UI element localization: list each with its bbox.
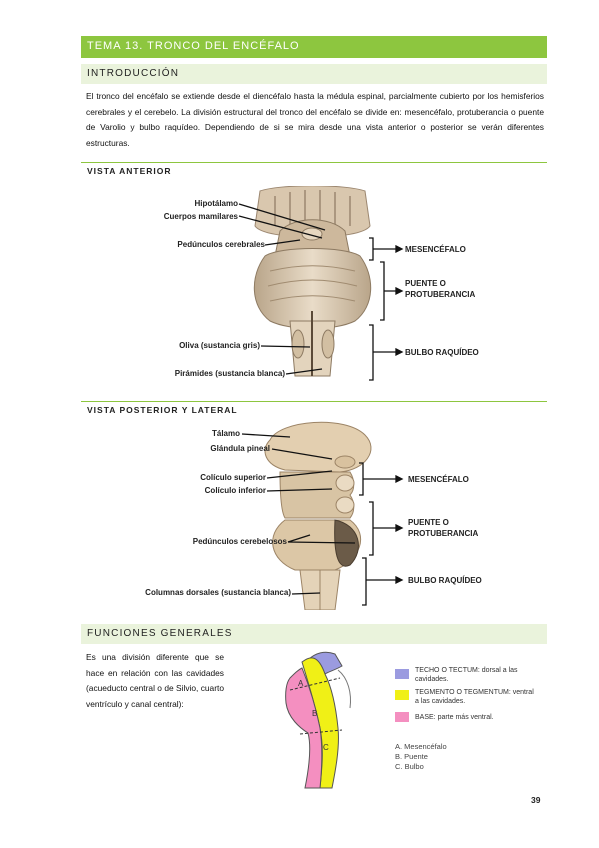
legend-base-1: BASE: parte más ventral. bbox=[415, 714, 494, 721]
division-parts-list: A. Mesencéfalo B. Puente C. Bulbo bbox=[395, 742, 447, 772]
label-pedunculos-cerebrales: Pedúnculos cerebrales bbox=[177, 240, 265, 249]
label-oliva: Oliva (sustancia gris) bbox=[179, 341, 260, 350]
legend-swatch-techo bbox=[395, 669, 409, 679]
label-puente-post-2: PROTUBERANCIA bbox=[408, 529, 479, 538]
letter-c: C bbox=[323, 743, 329, 752]
funciones-paragraph: Es una división diferente que se hace en… bbox=[86, 652, 224, 709]
funciones-heading-bar: FUNCIONES GENERALES bbox=[81, 624, 547, 644]
anterior-heading: VISTA ANTERIOR bbox=[87, 166, 172, 176]
label-columnas-dorsales: Columnas dorsales (sustancia blanca) bbox=[145, 588, 291, 597]
label-coliculo-superior: Colículo superior bbox=[200, 473, 266, 482]
label-bulbo-ant: BULBO RAQUÍDEO bbox=[405, 348, 479, 357]
legend-techo-1: TECHO O TECTUM: dorsal a las bbox=[415, 667, 518, 674]
part-bulbo: C. Bulbo bbox=[395, 762, 424, 771]
legend-techo-2: cavidades. bbox=[415, 676, 449, 683]
anterior-brainstem-figure bbox=[253, 186, 372, 377]
funciones-heading: FUNCIONES GENERALES bbox=[87, 628, 233, 639]
chapter-title-bar: TEMA 13. TRONCO DEL ENCÉFALO bbox=[81, 36, 547, 58]
label-pedunculos-cerebelosos: Pedúnculos cerebelosos bbox=[192, 537, 287, 546]
legend-swatch-tegmento bbox=[395, 690, 409, 700]
label-puente-post-1: PUENTE O bbox=[408, 518, 449, 527]
letter-a: A bbox=[298, 679, 304, 688]
letter-b: B bbox=[312, 709, 317, 718]
legend-swatch-base bbox=[395, 712, 409, 722]
label-mesencefalo-ant: MESENCÉFALO bbox=[405, 245, 466, 254]
label-hipotalamo: Hipotálamo bbox=[194, 199, 238, 208]
label-puente-ant-2: PROTUBERANCIA bbox=[405, 290, 476, 299]
posterior-brainstem-figure bbox=[264, 421, 372, 610]
label-glandula-pineal: Glándula pineal bbox=[210, 444, 270, 453]
anterior-pointer-lines bbox=[238, 203, 404, 381]
chapter-title: TEMA 13. TRONCO DEL ENCÉFALO bbox=[87, 40, 300, 52]
cavities-division-figure: A B C bbox=[285, 651, 351, 789]
posterior-heading: VISTA POSTERIOR Y LATERAL bbox=[87, 405, 238, 415]
page-number: 39 bbox=[531, 795, 541, 805]
label-piramides: Pirámides (sustancia blanca) bbox=[174, 369, 285, 378]
anterior-heading-bar: VISTA ANTERIOR bbox=[81, 162, 547, 176]
label-talamo: Tálamo bbox=[211, 429, 240, 438]
intro-heading: INTRODUCCIÓN bbox=[87, 68, 180, 79]
posterior-pointer-lines bbox=[241, 433, 404, 606]
legend-tegmento-2: a las cavidades. bbox=[415, 698, 466, 705]
part-puente: B. Puente bbox=[395, 752, 428, 761]
intro-paragraph: El tronco del encéfalo se extiende desde… bbox=[86, 91, 544, 148]
posterior-heading-bar: VISTA POSTERIOR Y LATERAL bbox=[81, 401, 547, 415]
legend-tegmento-1: TEGMENTO O TEGMENTUM: ventral bbox=[415, 689, 534, 696]
label-bulbo-post: BULBO RAQUÍDEO bbox=[408, 576, 482, 585]
label-mesencefalo-post: MESENCÉFALO bbox=[408, 475, 469, 484]
part-mesencefalo: A. Mesencéfalo bbox=[395, 742, 447, 751]
label-cuerpos-mamilares: Cuerpos mamilares bbox=[163, 212, 238, 221]
intro-heading-bar: INTRODUCCIÓN bbox=[81, 64, 547, 84]
label-coliculo-inferior: Colículo inferior bbox=[204, 486, 266, 495]
label-puente-ant-1: PUENTE O bbox=[405, 279, 446, 288]
